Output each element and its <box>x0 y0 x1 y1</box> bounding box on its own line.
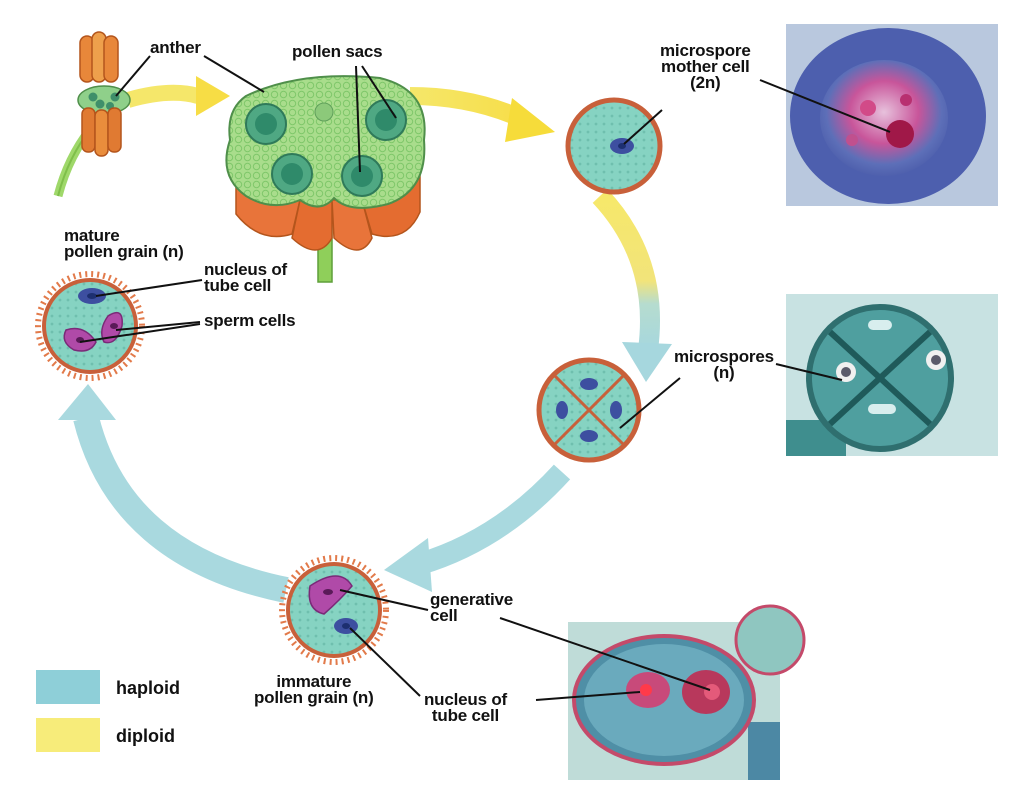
stamen-illustration <box>53 31 131 198</box>
micrograph-mother-cell <box>786 24 998 206</box>
label-mature-pollen-grain: mature pollen grain (n) <box>64 226 184 261</box>
arrow-mother-cell-to-microspores <box>592 189 672 382</box>
micrograph-immature-pollen <box>568 604 806 780</box>
leader-lines <box>79 55 891 701</box>
arrow-microspores-to-immature <box>384 464 571 592</box>
arrow-immature-to-mature <box>58 384 289 603</box>
legend-swatch-diploid <box>36 718 100 752</box>
label-sperm-cells: sperm cells <box>204 311 296 330</box>
microspore-tetrad-diagram <box>536 357 642 463</box>
legend-label-diploid: diploid <box>116 726 175 746</box>
label-nucleus-of-tube-cell-bottom: nucleus of tube cell <box>424 690 508 725</box>
label-nucleus-of-tube-cell-top: nucleus of tube cell <box>204 260 288 295</box>
micrograph-microspores <box>786 294 998 456</box>
label-anther: anther <box>150 38 201 57</box>
mother-cell-diagram <box>565 97 663 195</box>
immature-pollen-diagram <box>279 555 389 665</box>
arrow-anther-to-mother-cell <box>409 87 555 142</box>
label-generative-cell: generative cell <box>430 590 514 625</box>
label-immature-pollen-grain: immature pollen grain (n) <box>254 672 374 707</box>
label-microspore-mother-cell: microspore mother cell (2n) <box>660 41 751 92</box>
label-microspores: microspores (n) <box>674 347 774 382</box>
label-pollen-sacs: pollen sacs <box>292 42 383 61</box>
legend-swatch-haploid <box>36 670 100 704</box>
legend-label-haploid: haploid <box>116 678 180 698</box>
anther-cross-section <box>225 75 426 283</box>
mature-pollen-diagram <box>35 271 145 381</box>
arrow-stamen-to-anther <box>125 76 230 116</box>
